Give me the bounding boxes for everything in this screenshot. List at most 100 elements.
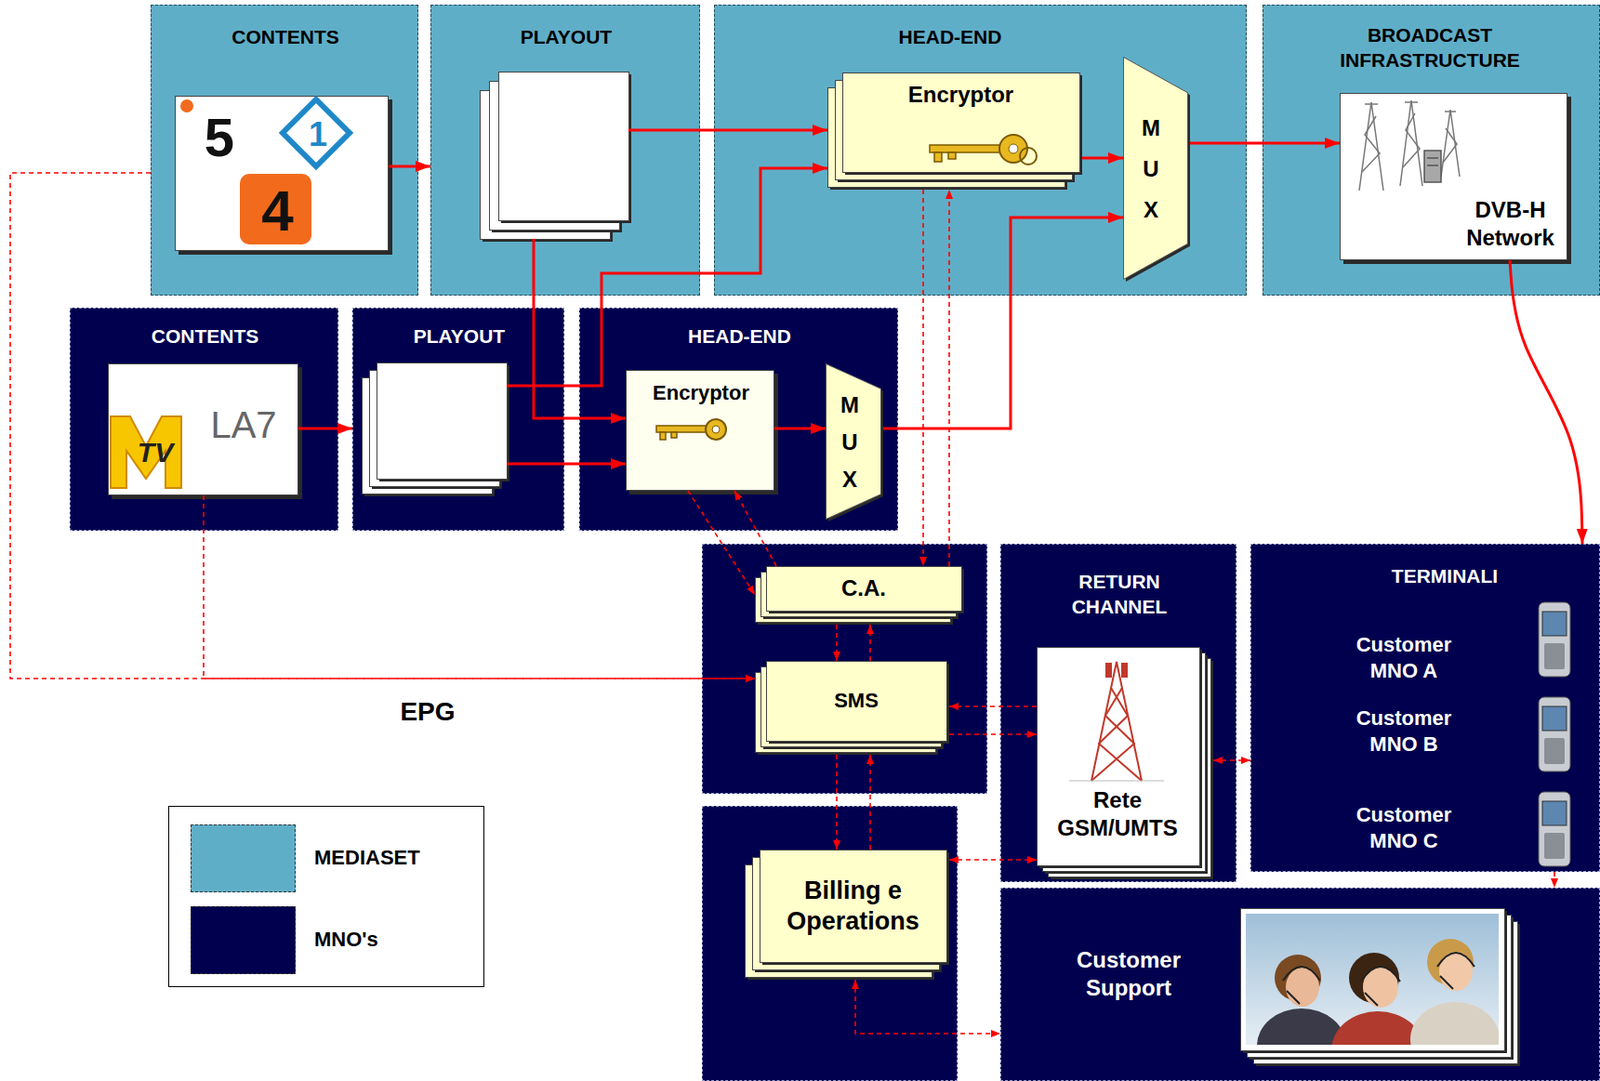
key-icon bbox=[671, 432, 677, 438]
stream-arrow bbox=[298, 427, 353, 431]
tower-icon bbox=[1361, 116, 1380, 172]
support-photo bbox=[1437, 952, 1475, 967]
panel-heading: Customer Support bbox=[1068, 946, 1190, 1003]
support-photo bbox=[1364, 992, 1378, 1006]
panel-heading: HEAD-END bbox=[899, 24, 1003, 50]
channel-logo bbox=[110, 416, 182, 489]
panel-heading: PLAYOUT bbox=[520, 24, 612, 50]
box-label: Billing e Operations bbox=[759, 875, 947, 937]
text-slot: MNO's bbox=[314, 926, 477, 954]
playout-stack bbox=[370, 370, 501, 488]
channel-logo bbox=[282, 99, 350, 167]
customer-label: Customer MNO B bbox=[1338, 705, 1469, 757]
phone-icon bbox=[1544, 643, 1565, 670]
stream-arrow bbox=[883, 217, 1124, 429]
playout-stack bbox=[377, 363, 508, 480]
key-icon bbox=[934, 152, 942, 162]
tower-icon bbox=[1441, 109, 1460, 177]
signal-arrow bbox=[949, 733, 1037, 736]
support-photo bbox=[1241, 909, 1506, 1052]
phone-icon bbox=[1542, 611, 1567, 636]
stage-panel: TERMINALICustomer MNO ACustomer MNO BCus… bbox=[1250, 543, 1600, 873]
support-photo bbox=[1286, 991, 1300, 1005]
network-box: Rete GSM/UMTS bbox=[1036, 647, 1214, 880]
logo-text: 1 bbox=[308, 118, 328, 152]
playout-stack bbox=[362, 363, 511, 498]
key-icon bbox=[948, 152, 956, 159]
signal-arrow bbox=[734, 490, 777, 567]
panel-heading: RETURN CHANNEL bbox=[1040, 568, 1199, 621]
feed-wire bbox=[506, 462, 565, 466]
signal-arrow bbox=[922, 189, 925, 567]
text-slot: Rete GSM/UMTS bbox=[1047, 786, 1188, 843]
tower-icon bbox=[1359, 102, 1384, 191]
text-slot: Customer Support bbox=[1068, 946, 1190, 1003]
legend-swatch bbox=[190, 906, 296, 975]
tower-icon bbox=[1404, 101, 1418, 104]
support-photo bbox=[1427, 938, 1474, 986]
support-photo bbox=[1241, 909, 1521, 1081]
stream-arrow bbox=[700, 129, 828, 133]
phone-icon bbox=[1544, 833, 1565, 860]
tower-icon bbox=[1091, 661, 1142, 781]
stream-arrow bbox=[564, 168, 828, 386]
stage-panel: CONTENTSTVLA7 bbox=[69, 307, 339, 531]
stream-arrow bbox=[1509, 260, 1583, 544]
playout-stack bbox=[480, 91, 611, 240]
key-icon bbox=[656, 419, 727, 440]
phone-icon bbox=[1542, 801, 1567, 826]
playout-stack bbox=[489, 81, 621, 231]
tower-icon bbox=[1106, 663, 1111, 677]
phone-icon bbox=[1538, 602, 1571, 867]
support-photo bbox=[1254, 922, 1519, 1065]
support-photo bbox=[1249, 917, 1514, 1060]
phone-icon bbox=[1542, 706, 1567, 731]
text-slot: Encryptor bbox=[626, 380, 776, 408]
signal-arrow bbox=[687, 490, 755, 596]
support-photo bbox=[1440, 976, 1454, 990]
support-photo bbox=[1247, 915, 1512, 1058]
signal-arrow bbox=[203, 495, 755, 679]
support-photo bbox=[1274, 954, 1322, 1002]
stream-arrow bbox=[1082, 157, 1124, 160]
panel-heading: CONTENTS bbox=[231, 24, 340, 50]
tower-icon bbox=[1359, 100, 1460, 191]
playout-stack bbox=[499, 72, 630, 222]
stack-page bbox=[760, 850, 951, 966]
channel-logo bbox=[110, 99, 350, 489]
tower-icon bbox=[1444, 110, 1456, 113]
stack-page bbox=[843, 73, 1084, 176]
support-photo bbox=[1348, 952, 1400, 1004]
text-slot: MEDIASET bbox=[314, 845, 477, 873]
page-face bbox=[1037, 647, 1201, 867]
page-face bbox=[760, 850, 948, 964]
stage-panel: HEAD-ENDEncryptorM U X bbox=[579, 307, 899, 531]
text-slot: CONTENTS bbox=[151, 24, 420, 50]
box-label: M U X bbox=[1138, 107, 1164, 231]
tower-icon bbox=[1098, 687, 1142, 781]
text-slot: Billing e Operations bbox=[759, 849, 947, 963]
text-slot: HEAD-END bbox=[857, 24, 1044, 50]
signal-arrow bbox=[835, 624, 838, 662]
phone-icon bbox=[1544, 738, 1565, 765]
tower-icon bbox=[1427, 157, 1439, 159]
text-slot: EPG bbox=[381, 695, 475, 729]
mux-trapezoid: M U X bbox=[1123, 56, 1191, 282]
ca-box: C.A. bbox=[754, 566, 965, 625]
support-photo bbox=[1282, 966, 1321, 981]
text-slot: TV bbox=[127, 434, 184, 472]
support-photo bbox=[1410, 1002, 1499, 1045]
signal-arrow bbox=[1553, 872, 1556, 888]
text-slot: M U X bbox=[825, 363, 874, 522]
stage-panel: BROADCAST INFRASTRUCTUREDVB-H Network bbox=[1262, 4, 1600, 296]
support-photo bbox=[1256, 924, 1521, 1067]
playout-stack bbox=[480, 72, 633, 243]
playout-stack bbox=[362, 378, 493, 495]
tower-icon bbox=[1442, 128, 1457, 163]
logo-text: 4 bbox=[261, 182, 293, 240]
key-icon bbox=[705, 419, 727, 440]
text-slot: 1 bbox=[294, 116, 342, 154]
stream-arrow bbox=[388, 165, 431, 169]
key-icon bbox=[656, 425, 709, 433]
playout-stack bbox=[501, 74, 632, 224]
